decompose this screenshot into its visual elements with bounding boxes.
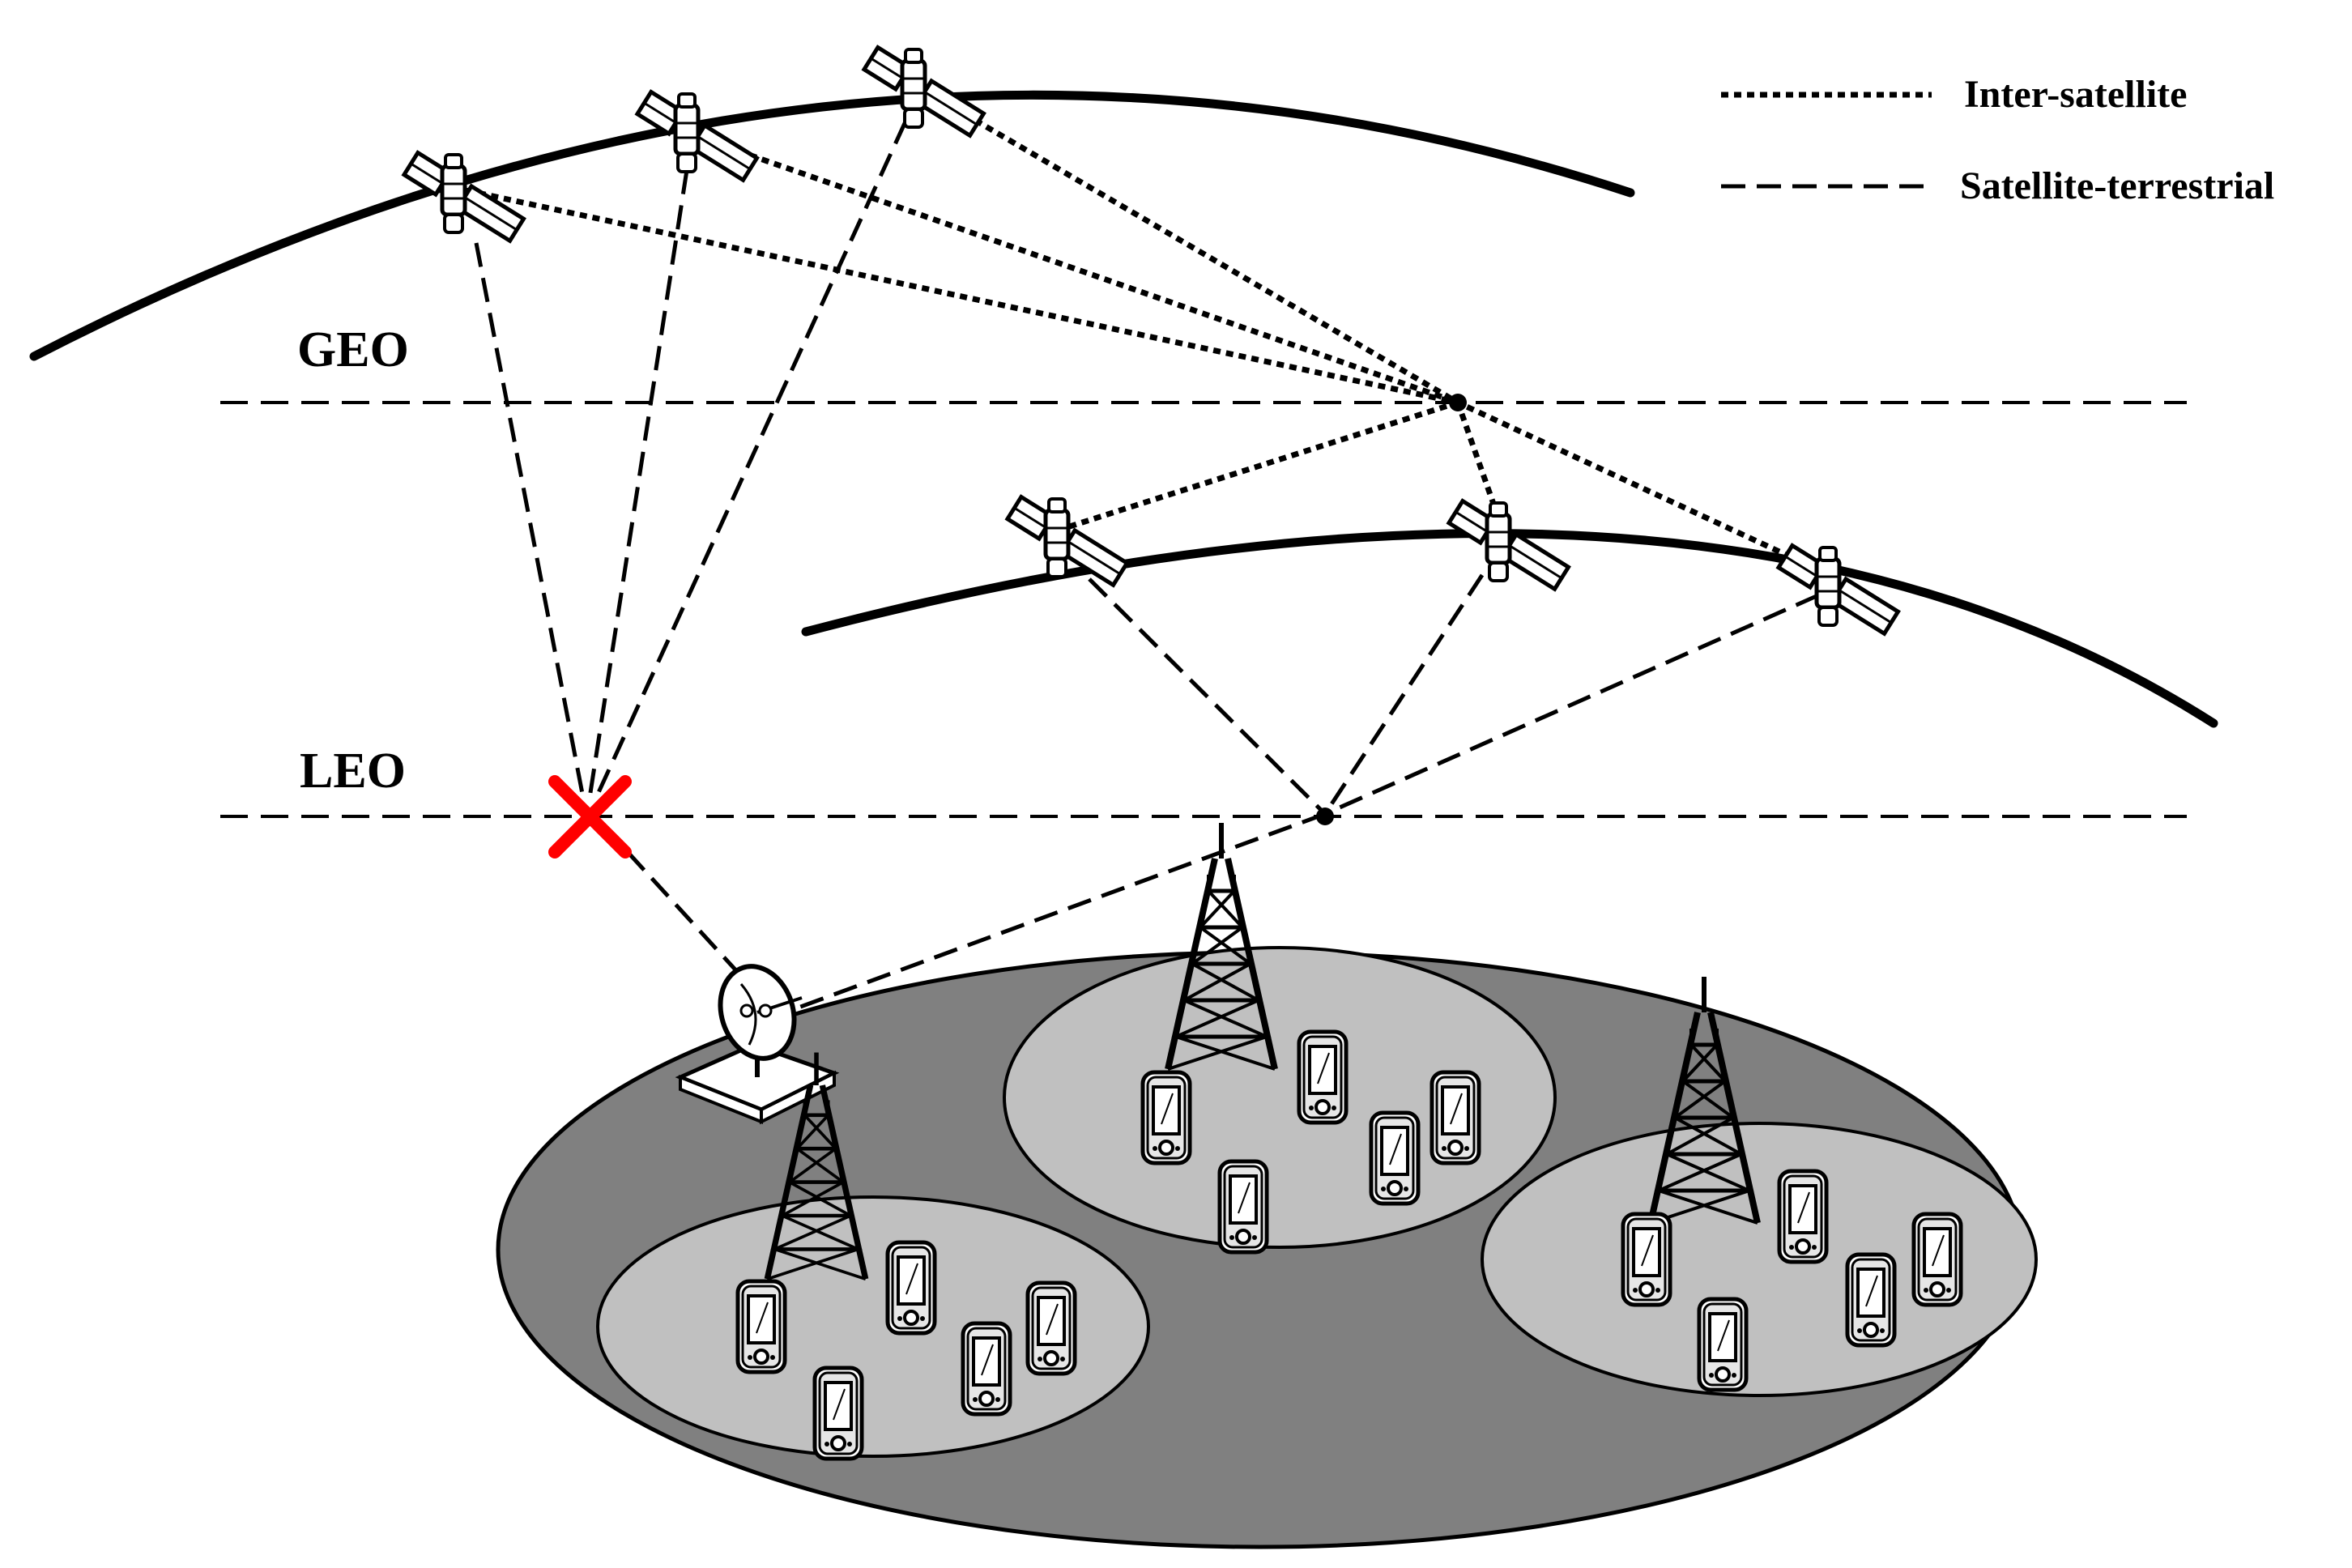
satellite-icon [1008,497,1127,586]
mobile-phone-icon [1143,1072,1190,1163]
mobile-phone-icon [1699,1299,1746,1390]
legend-inter-satellite-label: Inter-satellite [1964,73,2187,116]
geo-label: GEO [297,322,409,377]
cell-right [1481,1122,2038,1397]
inter-satellite-link [1055,399,1459,534]
satellite-terrestrial-link [789,812,1326,1013]
mobile-phone-icon [1299,1032,1346,1123]
mobile-phone-icon [815,1368,862,1459]
satellite-terrestrial-link [1088,577,1327,816]
satellite-terrestrial-link [587,169,689,799]
inter-satellite-link [918,84,1459,406]
relay-node-lower [1316,807,1334,825]
satellite-terrestrial-link [1323,593,1820,816]
mobile-phone-icon [1220,1161,1267,1252]
legend-satellite-terrestrial-label: Satellite-terrestrial [1960,164,2274,207]
satellite-terrestrial-link [474,242,586,799]
mobile-phone-icon [963,1323,1010,1414]
lower-orbit-arc [801,529,2218,728]
inter-satellite-link [465,187,1459,406]
mobile-phone-icon [1371,1113,1418,1204]
inter-satellite-links [465,84,1828,577]
upper-orbit-arc [29,90,1635,361]
mobile-phone-icon [1779,1171,1826,1262]
satellite-terrestrial-links [474,120,1820,1013]
inter-satellite-link [1456,399,1828,577]
mobile-phone-icon [738,1281,785,1372]
mobile-phone-icon [888,1242,935,1333]
leo-label: LEO [300,744,406,799]
satellite-icon [864,48,984,136]
mobile-phone-icon [1432,1072,1479,1163]
link-failure-x-icon [548,775,632,859]
relay-node-upper [1449,394,1467,411]
mobile-phone-icon [1847,1255,1894,1345]
mobile-phone-icon [1623,1214,1670,1305]
legend: Inter-satellite Satellite-terrestrial [1721,73,2274,207]
inter-satellite-link [1455,401,1498,508]
satellite-terrestrial-link [594,120,908,799]
inter-satellite-link [687,130,1459,406]
mobile-phone-icon [1914,1214,1961,1305]
satellite-icon [1779,546,1898,634]
satellite-icon [1449,501,1569,590]
satellite-terrestrial-link [626,850,743,978]
mobile-phone-icon [1028,1283,1075,1374]
satellite-terrestrial-link [1323,573,1485,816]
